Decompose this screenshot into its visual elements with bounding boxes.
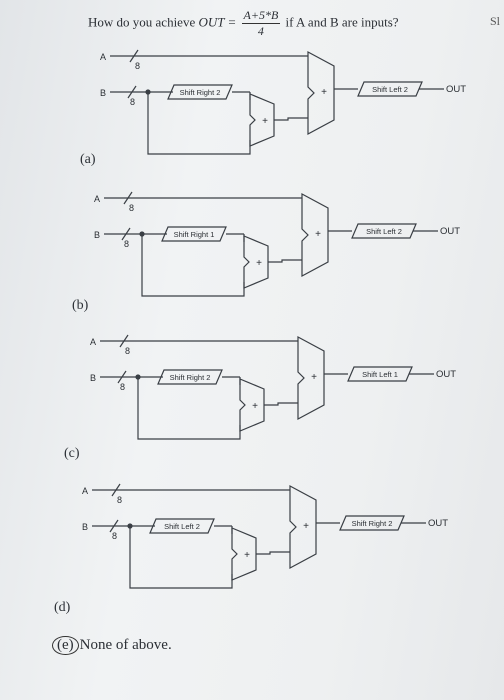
question-text: How do you achieve OUT = A+5*B 4 if A an… xyxy=(88,8,399,39)
input-b-label: B xyxy=(94,230,100,240)
bus-slash-a xyxy=(129,49,139,63)
big-adder-sign: + xyxy=(321,87,327,98)
small-adder-sign: + xyxy=(262,116,268,127)
small-adder-sign: + xyxy=(244,550,250,561)
shift-block-1-label: Shift Right 2 xyxy=(180,88,221,97)
big-adder xyxy=(297,335,325,421)
wire-b-branch xyxy=(141,234,245,297)
shift-block-2 xyxy=(357,81,423,97)
shift-block-2-label: Shift Right 2 xyxy=(352,519,393,528)
equation-numerator: A+5*B xyxy=(241,8,281,24)
question-suffix: if A and B are inputs? xyxy=(285,14,399,30)
bus-width-a: 8 xyxy=(117,495,122,505)
wire-small-to-big xyxy=(268,259,302,263)
bus-width-b: 8 xyxy=(112,531,117,541)
big-adder-sign: + xyxy=(303,521,309,532)
bus-slash-b xyxy=(117,370,127,384)
big-adder xyxy=(289,484,317,570)
shift-block-1 xyxy=(161,226,227,242)
wire-b-branch xyxy=(129,526,233,589)
shift-block-2-label: Shift Left 2 xyxy=(366,227,402,236)
shift-block-2 xyxy=(351,223,417,239)
small-adder-sign: + xyxy=(252,401,258,412)
shift-block-1 xyxy=(149,518,215,534)
shift-block-1-label: Shift Left 2 xyxy=(164,522,200,531)
shift-block-2-label: Shift Left 1 xyxy=(362,370,398,379)
equation-lhs: OUT = xyxy=(198,14,237,30)
input-b-label: B xyxy=(82,522,88,532)
bus-slash-a xyxy=(111,483,121,497)
big-adder-sign: + xyxy=(311,372,317,383)
question-prefix: How do you achieve xyxy=(88,14,196,30)
big-adder-sign: + xyxy=(315,229,321,240)
input-a-label: A xyxy=(90,337,96,347)
small-adder-sign: + xyxy=(256,258,262,269)
bus-slash-a xyxy=(123,191,133,205)
option-a-label[interactable]: (a) xyxy=(80,152,96,167)
bus-width-b: 8 xyxy=(130,97,135,107)
bus-width-a: 8 xyxy=(135,61,140,71)
shift-block-2-label: Shift Left 2 xyxy=(372,85,408,94)
wire-b-branch xyxy=(147,92,251,155)
shift-block-2 xyxy=(339,515,405,531)
wire-small-to-big xyxy=(274,117,308,121)
input-b-label: B xyxy=(90,373,96,383)
wire-small-to-big xyxy=(256,551,290,555)
option-e[interactable]: (e)None of above. xyxy=(52,636,172,655)
option-e-text: None of above. xyxy=(79,637,172,653)
option-c-label[interactable]: (c) xyxy=(64,446,80,461)
output-label: OUT xyxy=(436,369,456,380)
wire-small-to-big xyxy=(264,402,298,406)
option-e-circle: (e) xyxy=(52,636,79,655)
bus-slash-b xyxy=(109,519,119,533)
output-label: OUT xyxy=(440,226,460,237)
shift-block-1-label: Shift Right 2 xyxy=(170,373,211,382)
bus-width-b: 8 xyxy=(124,239,129,249)
bus-width-b: 8 xyxy=(120,382,125,392)
corner-mark: Sl xyxy=(489,14,500,28)
output-label: OUT xyxy=(446,84,466,95)
shift-block-1 xyxy=(167,84,233,100)
shift-block-1 xyxy=(157,369,223,385)
equation-denominator: 4 xyxy=(257,24,264,38)
input-a-label: A xyxy=(100,52,106,62)
big-adder xyxy=(301,192,329,278)
input-b-label: B xyxy=(100,88,106,98)
small-adder xyxy=(249,93,275,147)
output-label: OUT xyxy=(428,518,448,529)
shift-block-1-label: Shift Right 1 xyxy=(174,230,215,239)
small-adder xyxy=(231,527,257,581)
bus-slash-a xyxy=(119,334,129,348)
big-adder xyxy=(307,50,335,136)
small-adder xyxy=(243,235,269,289)
option-b-label[interactable]: (b) xyxy=(72,298,89,313)
bus-width-a: 8 xyxy=(125,346,130,356)
equation-fraction: A+5*B 4 xyxy=(241,8,281,39)
input-a-label: A xyxy=(82,486,88,496)
wire-b-branch xyxy=(137,377,241,440)
shift-block-2 xyxy=(347,366,413,382)
option-d-label[interactable]: (d) xyxy=(54,600,71,615)
bus-slash-b xyxy=(121,227,131,241)
bus-width-a: 8 xyxy=(129,203,134,213)
bus-slash-b xyxy=(127,85,137,99)
input-a-label: A xyxy=(94,194,100,204)
small-adder xyxy=(239,378,265,432)
